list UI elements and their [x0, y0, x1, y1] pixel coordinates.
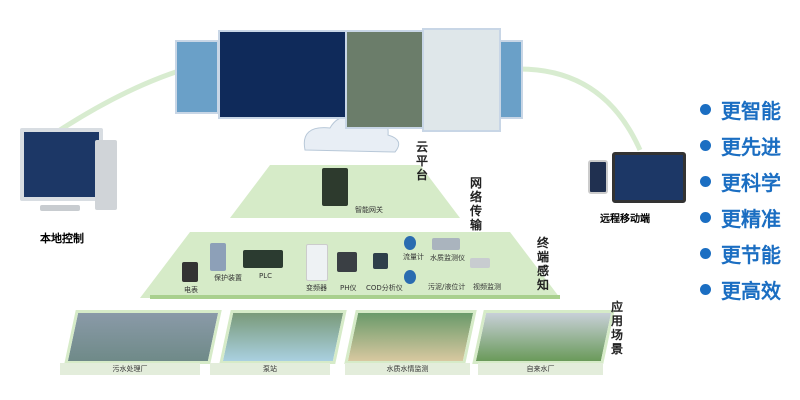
- camera-device: [470, 258, 490, 268]
- local-control-label: 本地控制: [40, 232, 84, 245]
- video-wall-left: [175, 40, 219, 114]
- network-layer-label: 网络传输: [470, 176, 483, 232]
- video-wall-screen-2: [345, 30, 424, 129]
- device-label: PH仪: [340, 284, 357, 292]
- water-quality-device: [432, 238, 460, 250]
- scene-label: 泵站: [210, 363, 330, 375]
- feature-item: 更节能: [700, 238, 781, 268]
- video-wall-screen-3: [422, 28, 501, 132]
- ph-device: [337, 252, 357, 272]
- bullet-icon: [700, 211, 711, 223]
- scene-image-monitor: [344, 310, 477, 364]
- inverter-device: [306, 244, 328, 281]
- level-meter-device: [404, 270, 416, 284]
- device-label: 保护装置: [214, 274, 242, 282]
- scene-image-sewage: [64, 310, 222, 364]
- feature-text: 更高效: [721, 278, 781, 303]
- device-label: 视频监测: [473, 283, 501, 291]
- video-wall-right: [499, 40, 523, 119]
- protection-device: [210, 243, 226, 271]
- flowmeter-device: [404, 236, 416, 250]
- feature-text: 更科学: [721, 170, 781, 195]
- feature-text: 更节能: [721, 242, 781, 267]
- device-label: 变频器: [306, 284, 327, 292]
- monitor-stand: [40, 205, 80, 211]
- scene-label: 自来水厂: [478, 363, 603, 375]
- feature-text: 更精准: [721, 206, 781, 231]
- feature-item: 更高效: [700, 274, 781, 304]
- cod-device: [373, 253, 388, 269]
- video-wall-screen-1: [218, 30, 347, 119]
- cloud-layer-label: 云平台: [416, 140, 429, 182]
- plc-device: [243, 250, 283, 268]
- feature-item: 更科学: [700, 166, 781, 196]
- pc-tower-icon: [95, 140, 117, 210]
- feature-text: 更智能: [721, 98, 781, 123]
- device-label: 电表: [184, 286, 198, 294]
- feature-list: 更智能 更先进 更科学 更精准 更节能 更高效: [700, 94, 781, 304]
- gateway-device: [322, 168, 348, 206]
- bullet-icon: [700, 103, 711, 115]
- feature-item: 更精准: [700, 202, 781, 232]
- terminal-layer-label: 终端感知: [537, 236, 550, 292]
- device-label: 污泥/液位计: [428, 283, 466, 291]
- application-layer-label: 应用场景: [611, 300, 624, 356]
- device-label: 流量计: [403, 253, 424, 261]
- device-label: 水质监测仪: [430, 254, 465, 262]
- meter-device: [182, 262, 198, 282]
- bullet-icon: [700, 247, 711, 259]
- remote-mobile-label: 远程移动端: [600, 214, 650, 225]
- feature-item: 更先进: [700, 130, 781, 160]
- feature-text: 更先进: [721, 134, 781, 159]
- scene-image-waterworks: [472, 310, 615, 364]
- bullet-icon: [700, 139, 711, 151]
- scene-label: 污水处理厂: [60, 363, 200, 375]
- scene-label: 水质水情监测: [345, 363, 470, 375]
- bullet-icon: [700, 283, 711, 295]
- feature-item: 更智能: [700, 94, 781, 124]
- bullet-icon: [700, 175, 711, 187]
- tablet-icon: [612, 152, 686, 203]
- device-label: COD分析仪: [366, 284, 403, 292]
- phone-icon: [588, 160, 608, 194]
- scene-image-pump: [219, 310, 347, 364]
- gateway-label: 智能网关: [355, 206, 383, 214]
- device-label: PLC: [259, 272, 273, 280]
- monitor-icon: [20, 128, 103, 201]
